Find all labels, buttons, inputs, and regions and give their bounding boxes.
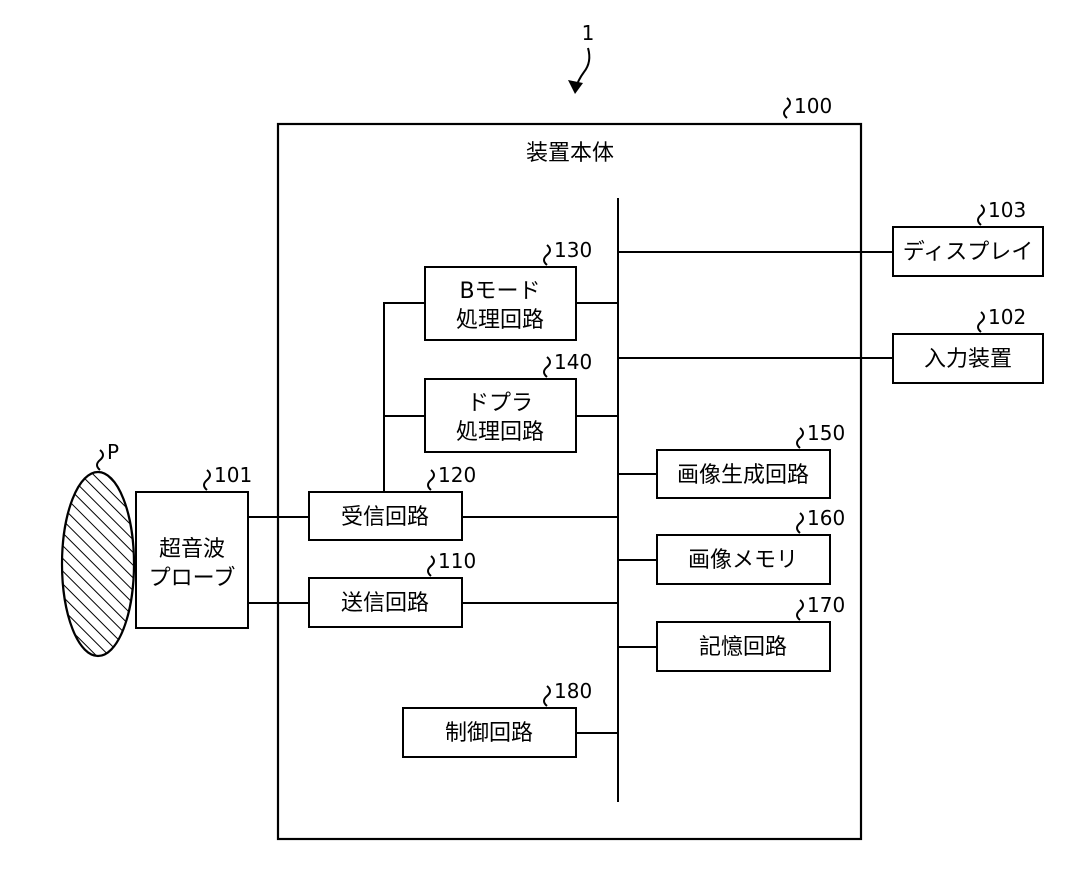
device-body-ref: 100 [794,94,832,118]
doppler-processing-label-line1: ドプラ [467,391,533,416]
device-body-leader [784,98,790,118]
control-ref: 180 [554,679,592,703]
system-ref-label: 1 [582,21,595,45]
doppler-processing-label-line2: 処理回路 [456,420,544,445]
transmitter-leader [428,556,434,576]
b-mode-processing-label-line2: 処理回路 [456,308,544,333]
b-mode-processing-label-line1: Bモード [459,279,540,304]
transmitter-ref: 110 [438,549,476,573]
b-mode-processing-leader [544,245,550,265]
system-ref-arrowhead [568,80,583,94]
ultrasonic-probe-label-line2: プローブ [149,566,236,591]
control-leader [544,686,550,706]
input-device-leader [978,312,984,332]
receiver-label: 受信回路 [341,505,429,530]
doppler-processing-leader [544,357,550,377]
storage-ref: 170 [807,593,845,617]
input-device-label: 入力装置 [924,347,1012,372]
subject-ellipse [62,472,134,656]
image-generation-label: 画像生成回路 [677,463,809,488]
transmitter-label: 送信回路 [341,591,429,616]
doppler-processing-ref: 140 [554,350,592,374]
image-memory-leader [797,513,803,533]
storage-leader [797,600,803,620]
image-memory-ref: 160 [807,506,845,530]
display-ref: 103 [988,198,1026,222]
control-label: 制御回路 [445,721,533,746]
image-generation-leader [797,428,803,448]
image-memory-label: 画像メモリ [688,548,798,573]
device-body-title: 装置本体 [526,141,614,166]
b-mode-processing-ref: 130 [554,238,592,262]
ultrasonic-probe-leader [204,470,210,490]
display-leader [978,205,984,225]
subject-leader [97,450,103,470]
input-device-ref: 102 [988,305,1026,329]
receiver-leader [428,470,434,490]
subject-label: P [107,440,119,464]
image-generation-ref: 150 [807,421,845,445]
ultrasonic-probe-label-line1: 超音波 [159,537,225,562]
display-label: ディスプレイ [903,240,1033,265]
wire-receiver-processing-branch [384,303,425,492]
storage-label: 記憶回路 [699,635,787,660]
receiver-ref: 120 [438,463,476,487]
ultrasonic-probe-ref: 101 [214,463,252,487]
